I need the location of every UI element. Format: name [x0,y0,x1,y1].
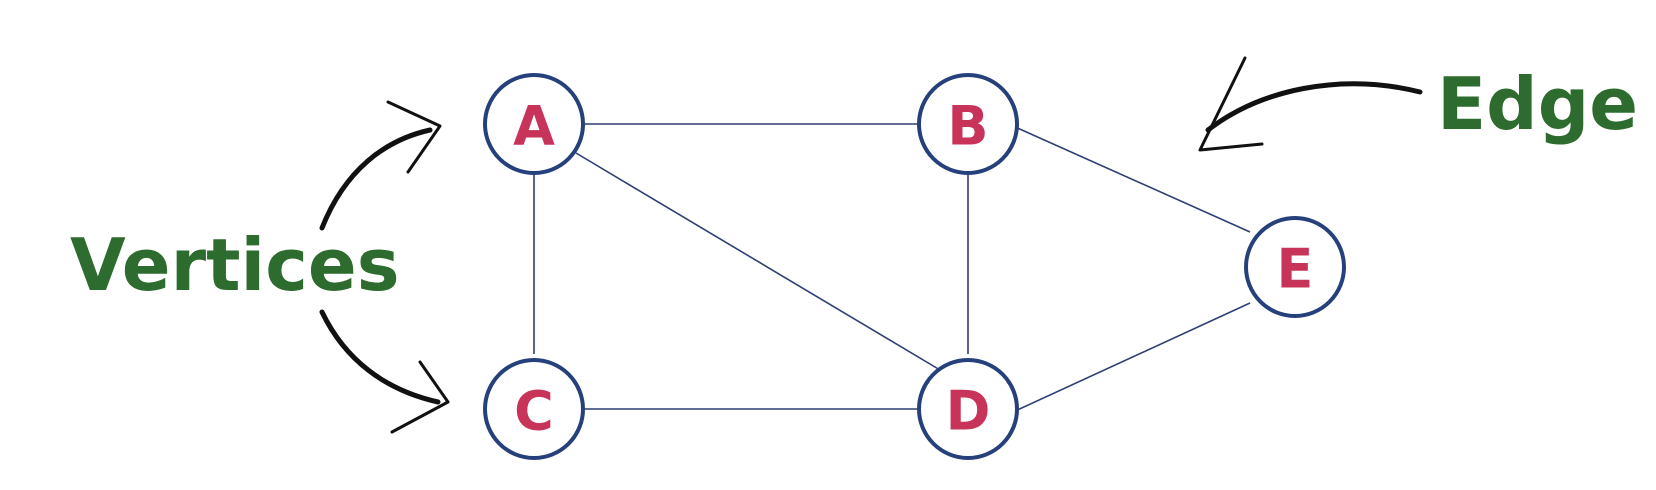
vertex-b: B [917,73,1019,175]
vertex-b-label: B [947,95,988,158]
vertex-c-circle [483,358,585,460]
edge-callout-label: Edge [1437,62,1638,146]
edge-a-d [575,152,941,371]
vertex-c-label: C [514,380,554,443]
vertex-b-circle [917,73,1019,175]
vertex-e-label: E [1277,238,1314,301]
vertices-callout-label: Vertices [70,223,400,307]
edge-d-e [1012,302,1251,413]
vertices-arrow-bottom-icon [319,309,450,434]
vertex-a: A [483,73,585,175]
vertex-e: E [1244,216,1346,318]
edge-b-e [1012,125,1251,233]
edge-arrow-icon [1198,56,1423,152]
vertex-a-label: A [513,95,555,158]
vertex-c: C [483,358,585,460]
vertex-d-label: D [946,380,991,443]
edges-group [533,123,1251,413]
vertex-e-circle [1244,216,1346,318]
vertices-arrow-top-icon [319,100,442,231]
vertex-d-circle [917,358,1019,460]
vertex-d: D [917,358,1019,460]
vertex-a-circle [483,73,585,175]
